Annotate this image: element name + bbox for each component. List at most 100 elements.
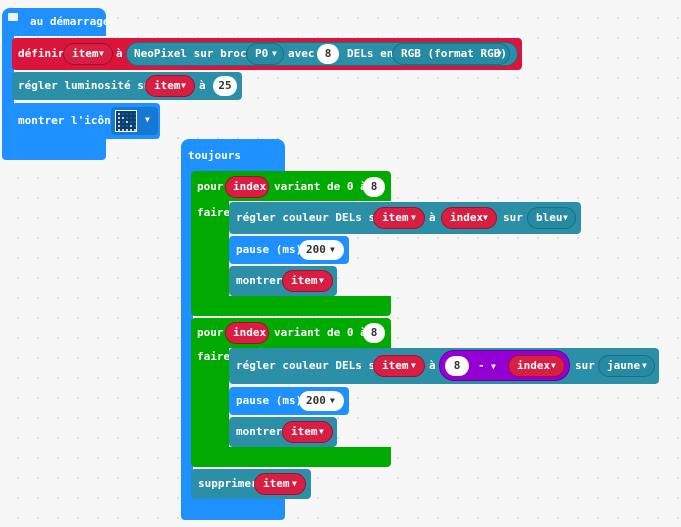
brightness-to-label: à: [199, 79, 206, 92]
variable-name: item: [72, 47, 99, 60]
led-off: [130, 117, 132, 119]
index-var-2[interactable]: index: [225, 322, 269, 344]
icon-picker[interactable]: ▼: [111, 107, 158, 135]
led-on: [118, 121, 120, 123]
brightness-strip-name: item: [154, 79, 181, 92]
strip-name-1: item: [382, 211, 409, 224]
loop-end-input-2[interactable]: 8: [363, 323, 385, 343]
led-off: [122, 113, 124, 115]
caret-down-icon: ▼: [330, 396, 335, 405]
loop-end-input-1[interactable]: 8: [363, 177, 385, 197]
led-matrix-icon: [115, 110, 137, 132]
for-loop-1-body: [191, 198, 229, 298]
index-var-name-2: index: [233, 326, 267, 339]
show-strip-dropdown-1[interactable]: item ▼: [282, 270, 333, 292]
for-loop-2-body: [191, 345, 229, 450]
led-on: [130, 129, 132, 131]
pause-value-2: 200: [306, 394, 326, 407]
caret-down-icon: ▼: [272, 49, 277, 58]
led-on: [126, 121, 128, 123]
range-label-1: variant de 0 à: [274, 180, 367, 193]
caret-down-icon: ▼: [411, 213, 416, 222]
for-label-2: pour: [197, 326, 224, 339]
clear-strip-dropdown[interactable]: item ▼: [254, 473, 306, 495]
on-start-label: au démarrage: [30, 15, 110, 28]
led-off: [134, 117, 136, 119]
pause-label-1: pause (ms): [236, 243, 303, 256]
leds-in-label: DELs en: [347, 47, 394, 60]
minuend-input[interactable]: 8: [445, 356, 469, 376]
brightness-strip-dropdown[interactable]: item ▼: [145, 75, 195, 97]
operator-label: -: [478, 359, 485, 372]
on-start-body-left: [2, 30, 14, 140]
forever-hat[interactable]: [181, 139, 285, 173]
led-off: [134, 121, 136, 123]
led-on: [134, 129, 136, 131]
led-off: [126, 117, 128, 119]
pixel-index-dropdown-1[interactable]: index ▼: [441, 207, 497, 229]
pixel-index-dropdown-2[interactable]: index ▼: [508, 355, 565, 377]
led-on: [122, 117, 124, 119]
led-on: [122, 129, 124, 131]
color-value-2: jaune: [607, 359, 641, 372]
variable-dropdown[interactable]: item ▼: [63, 43, 113, 65]
led-on: [118, 129, 120, 131]
brightness-input[interactable]: 25: [213, 76, 237, 96]
caret-down-icon: ▼: [181, 81, 186, 90]
caret-down-icon: ▼: [99, 49, 104, 58]
strip-dropdown-1[interactable]: item ▼: [373, 207, 425, 229]
caret-down-icon: ▼: [292, 479, 297, 488]
pin-dropdown[interactable]: P0 ▼: [246, 43, 284, 65]
for-label-1: pour: [197, 180, 224, 193]
on-label-2: sur: [575, 359, 595, 372]
for-loop-1-foot: [191, 296, 391, 316]
led-off: [130, 113, 132, 115]
strip-name-2: item: [382, 359, 409, 372]
show-icon-label: montrer l'icône: [18, 114, 118, 127]
caret-down-icon: ▼: [411, 361, 416, 370]
on-start-foot: [2, 138, 106, 160]
caret-down-icon[interactable]: ▼: [491, 362, 496, 371]
for-loop-2[interactable]: [191, 318, 391, 348]
for-loop-1[interactable]: [191, 171, 391, 201]
led-on: [118, 117, 120, 119]
mode-dropdown[interactable]: RGB (format RGB) ▼: [392, 43, 510, 65]
led-off: [134, 113, 136, 115]
set-color-label-2: régler couleur DELs sur: [236, 359, 389, 372]
set-brightness-block[interactable]: [12, 72, 242, 100]
mode-value: RGB (format RGB): [401, 47, 507, 60]
led-off: [130, 121, 132, 123]
index-var-name-1: index: [233, 180, 267, 193]
color-dropdown-1[interactable]: bleu ▼: [527, 207, 576, 229]
pause-label-2: pause (ms): [236, 394, 303, 407]
show-strip-name-2: item: [291, 425, 318, 438]
do-label-1: faire: [197, 206, 231, 219]
comment-icon[interactable]: [8, 13, 18, 21]
index-var-1[interactable]: index: [225, 176, 269, 198]
neopixel-label: NeoPixel sur broche: [134, 47, 260, 60]
clear-strip-name: item: [263, 477, 290, 490]
led-off: [126, 113, 128, 115]
forever-body-left: [181, 170, 193, 510]
on-label-1: sur: [503, 211, 523, 224]
caret-down-icon: ▼: [330, 245, 335, 254]
on-start-hat[interactable]: [2, 8, 106, 36]
set-label: définir: [18, 47, 65, 60]
led-on: [126, 129, 128, 131]
led-count-input[interactable]: 8: [317, 44, 339, 64]
pause-duration-dropdown-2[interactable]: 200 ▼: [299, 391, 344, 411]
show-strip-dropdown-2[interactable]: item ▼: [282, 421, 333, 443]
led-off: [126, 125, 128, 127]
led-off: [122, 125, 124, 127]
brightness-label: régler luminosité sur: [18, 79, 158, 92]
led-on: [130, 125, 132, 127]
strip-dropdown-2[interactable]: item ▼: [373, 355, 425, 377]
caret-down-icon: ▼: [642, 361, 647, 370]
show-strip-name-1: item: [291, 274, 318, 287]
for-loop-2-foot: [191, 447, 391, 467]
pause-duration-dropdown-1[interactable]: 200 ▼: [299, 240, 344, 260]
caret-down-icon: ▼: [319, 276, 324, 285]
led-on: [118, 113, 120, 115]
forever-label: toujours: [188, 149, 241, 162]
color-dropdown-2[interactable]: jaune ▼: [598, 355, 655, 377]
